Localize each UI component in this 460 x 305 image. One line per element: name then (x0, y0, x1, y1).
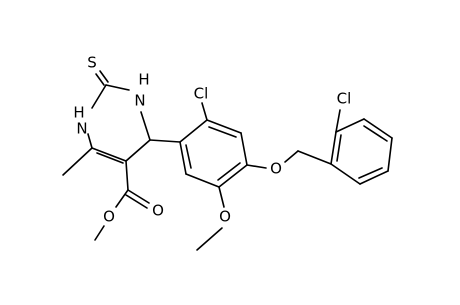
bond-c5-cester (125, 160, 129, 191)
bond-ar2-ar3 (206, 119, 242, 134)
bond-ar6-ar1 (179, 141, 187, 175)
bond-bz3-bz4-inner (363, 125, 388, 142)
bond-cester-ocarbonyl-1 (127, 189, 150, 204)
bond-cester-oester (115, 189, 129, 208)
bond-bz1-bz2-inner (336, 134, 342, 162)
bond-c5-c4 (125, 139, 151, 162)
atom-o-ether: O (270, 160, 282, 178)
bond-ar3-ar4 (240, 132, 248, 166)
bond-c4-aryl (149, 139, 181, 143)
bond-c2-s-1 (95, 73, 105, 86)
bond-c6-methyl (62, 147, 93, 176)
bond-bz2-cl (335, 109, 341, 133)
atom-o-ester: O (103, 208, 115, 226)
bond-c2-n1 (91, 84, 107, 109)
bond-n1-c6 (87, 133, 93, 149)
bond-bz4-bz5 (387, 137, 393, 172)
atom-n-top: N (134, 92, 145, 110)
atom-cl-ring: Cl (194, 85, 209, 103)
bond-c6-c5 (91, 147, 127, 162)
bond-ar4-ar5-inner (217, 162, 241, 181)
bond-oether-ch2 (284, 150, 299, 163)
atom-nh-top-h: H (138, 71, 149, 89)
atom-o-carbonyl: O (152, 202, 164, 220)
bonds (62, 70, 393, 251)
bond-bz3-bz4 (363, 118, 393, 139)
atom-o-methoxy: O (219, 208, 231, 226)
bond-bz5-bz6 (359, 170, 389, 185)
bond-c6-c5-inner (96, 152, 124, 164)
bond-ar4-ar5 (218, 164, 248, 188)
bond-oester-methyl (94, 225, 105, 241)
bond-ar4-oether (246, 164, 267, 169)
bond-bz1-bz2 (330, 131, 337, 165)
atom-cl-benzyl: Cl (337, 90, 352, 108)
bond-ar5-ar6 (185, 173, 220, 188)
bond-c2-n3 (105, 84, 130, 91)
bond-omethoxy-methyl (196, 227, 223, 251)
atom-n-left: N (76, 120, 87, 138)
atom-s: S (87, 54, 97, 72)
bond-cester-ocarbonyl-2 (125, 194, 148, 209)
bond-ar1-ar2 (179, 119, 208, 143)
bond-bz2-bz3 (335, 118, 365, 133)
bond-ch2-bz1 (297, 150, 332, 165)
bond-c2-s-2 (99, 70, 109, 83)
atom-labels: S H N H N Cl Cl O O O O (73, 54, 351, 226)
bond-n3-c4 (140, 111, 151, 141)
bond-ar2-cl (201, 102, 208, 121)
bond-bz6-bz1 (330, 163, 361, 185)
atom-nh-left-h: H (73, 104, 84, 122)
bond-ar6-ar1-inner (185, 144, 192, 169)
bond-ar5-omethoxy (218, 186, 225, 208)
bond-bz5-bz6-inner (358, 167, 383, 179)
bond-ar2-ar3-inner (208, 126, 237, 138)
